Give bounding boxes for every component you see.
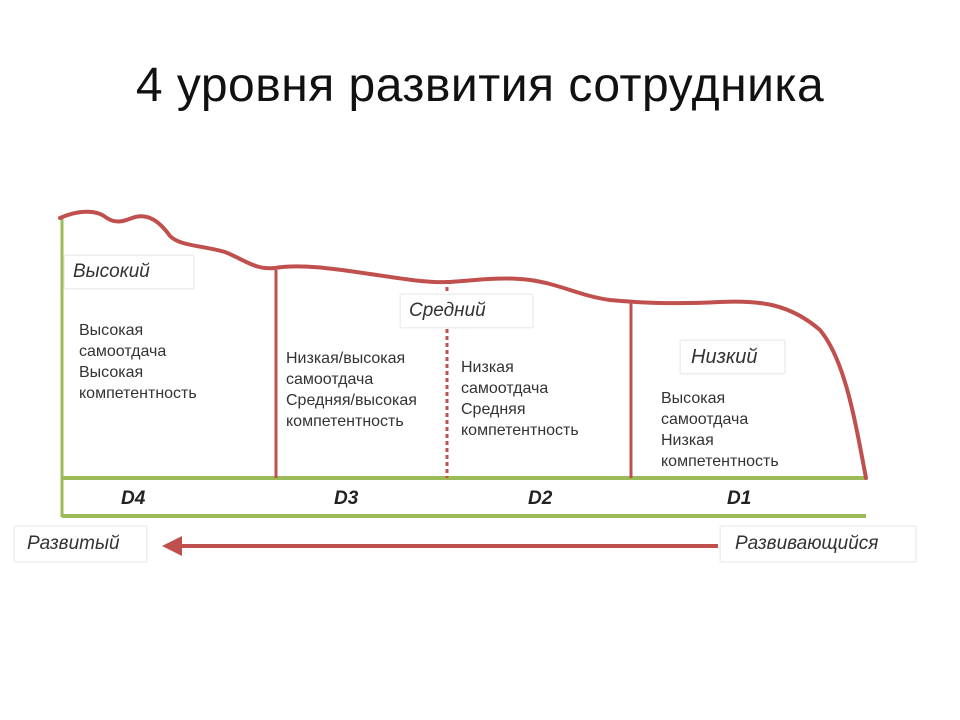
level-low-label: Низкий — [680, 340, 785, 374]
page-title: 4 уровня развития сотрудника — [135, 59, 825, 112]
level-high-label: Высокий — [64, 255, 194, 289]
description-line: Высокая — [661, 390, 726, 407]
description-line: компетентность — [461, 422, 579, 439]
description-d4: Высокая самоотдача Высокая компетентност… — [79, 320, 197, 404]
description-line: Высокая — [79, 322, 144, 339]
description-d3: Низкая/высокая самоотдача Средняя/высока… — [286, 348, 417, 432]
description-d2: Низкая самоотдача Средняя компетентность — [461, 357, 579, 441]
development-curve — [58, 209, 868, 480]
description-line: Низкая/высокая — [286, 350, 406, 367]
arrow-from-label: Развивающийся — [720, 526, 916, 562]
description-line: Средняя — [461, 401, 526, 418]
description-line: самоотдача — [661, 411, 749, 428]
stage-d1: D1 — [727, 488, 752, 509]
description-line: компетентность — [661, 453, 779, 470]
description-line: самоотдача — [79, 343, 167, 360]
development-arrow-head — [162, 536, 182, 556]
description-line: Низкая — [461, 359, 514, 376]
description-line: компетентность — [79, 385, 197, 402]
stage-d2: D2 — [528, 488, 553, 509]
arrow-to-label: Развитый — [14, 526, 147, 562]
description-line: Низкая — [661, 432, 714, 449]
level-medium-label: Средний — [400, 294, 533, 328]
description-d1: Высокая самоотдача Низкая компетентность — [661, 388, 779, 472]
stage-d3: D3 — [334, 488, 359, 509]
description-line: Высокая — [79, 364, 144, 381]
description-line: компетентность — [286, 413, 404, 430]
stage-d4: D4 — [121, 488, 146, 509]
description-line: самоотдача — [461, 380, 549, 397]
description-line: Средняя/высокая — [286, 392, 417, 409]
description-line: самоотдача — [286, 371, 374, 388]
